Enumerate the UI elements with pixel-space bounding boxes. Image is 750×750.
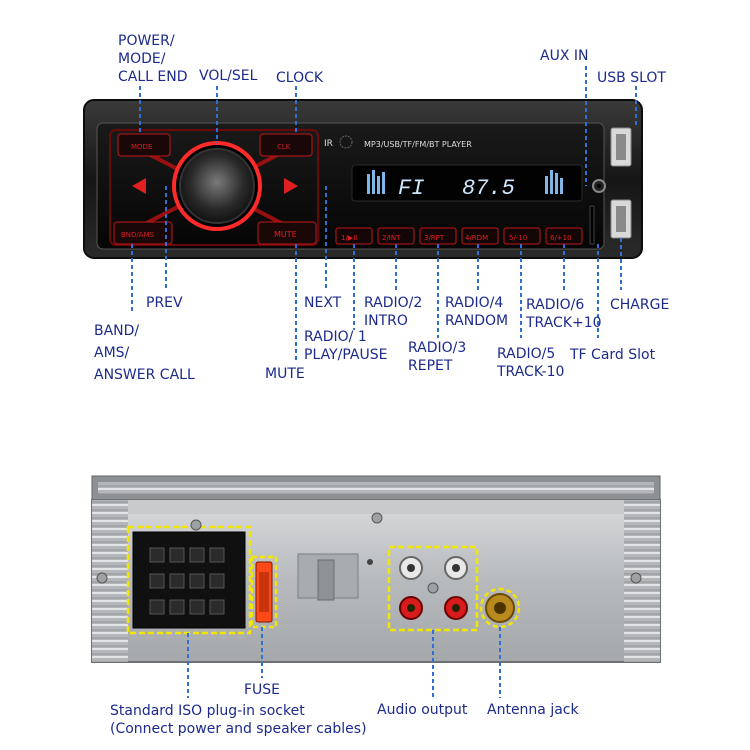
ir-label: IR — [324, 139, 333, 149]
label-line: RADIO/6 — [526, 297, 585, 313]
display-frequency: 87.5 — [462, 176, 515, 201]
preset-3-label: 3/RPT — [424, 234, 445, 242]
spectrum-right — [545, 170, 563, 194]
preset-2-label: 2/INT — [382, 234, 401, 242]
display-band: FI — [398, 176, 424, 201]
label-prev: PREV — [146, 295, 183, 311]
label-line: RANDOM — [445, 313, 509, 329]
label-radio4: RADIO/4 RANDOM — [445, 294, 508, 330]
label-usb-slot: USB SLOT — [597, 70, 666, 86]
label-charge: CHARGE — [610, 297, 670, 313]
label-line: AMS/ — [94, 345, 130, 361]
label-antenna-jack: Antenna jack — [487, 702, 579, 718]
front-panel — [83, 99, 643, 259]
screw-icon — [427, 582, 439, 594]
label-line: RADIO/ 1 — [304, 329, 367, 345]
label-power-mode-call-end: POWER/ MODE/ CALL END — [118, 32, 188, 86]
clock-button[interactable] — [259, 133, 313, 157]
mode-button-label: MODE — [131, 143, 152, 151]
tf-card-slot[interactable] — [589, 205, 595, 245]
label-iso-socket: Standard ISO plug-in socket (Connect pow… — [110, 702, 367, 738]
screw-icon — [371, 512, 383, 524]
power-mode-button[interactable] — [117, 133, 171, 157]
label-line: POWER/ — [118, 33, 175, 49]
audio-highlight-box — [387, 545, 479, 632]
spectrum-left — [367, 170, 385, 194]
label-line: (Connect power and speaker cables) — [110, 721, 367, 737]
preset-4-label: 4/RDM — [465, 234, 488, 242]
label-aux-in: AUX IN — [540, 48, 589, 64]
label-line: REPET — [408, 358, 453, 374]
label-band-ams: BAND/ AMS/ ANSWER CALL — [94, 322, 195, 384]
band-ams-button[interactable] — [113, 221, 173, 245]
rca-white-right — [444, 556, 468, 580]
preset-5-label: 5/-10 — [509, 234, 527, 242]
label-line: RADIO/2 — [364, 295, 423, 311]
label-radio6: RADIO/6 TRACK+10 — [526, 296, 602, 332]
fuse-highlight-box — [250, 555, 278, 629]
screw-icon — [96, 572, 108, 584]
label-line: RADIO/3 — [408, 340, 467, 356]
prev-button[interactable] — [132, 178, 146, 194]
rca-red-right — [444, 596, 468, 620]
label-line: PLAY/PAUSE — [304, 347, 388, 363]
label-radio1: RADIO/ 1 PLAY/PAUSE — [304, 328, 387, 364]
preset-4-button[interactable] — [461, 227, 499, 245]
screw-icon — [190, 519, 202, 531]
rca-red-left — [399, 596, 423, 620]
label-clock: CLOCK — [276, 70, 324, 86]
label-line: MODE/ — [118, 51, 166, 67]
next-button[interactable] — [284, 178, 298, 194]
label-line: RADIO/5 — [497, 346, 556, 362]
rca-white-left — [399, 556, 423, 580]
label-audio-output: Audio output — [377, 702, 468, 718]
label-next: NEXT — [304, 295, 342, 311]
antenna-highlight-circle — [479, 587, 521, 629]
lcd-display — [351, 164, 583, 202]
label-line: Standard ISO plug-in socket — [110, 703, 305, 719]
rear-panel — [91, 475, 661, 663]
label-mute: MUTE — [265, 366, 305, 382]
label-line: CALL END — [118, 69, 188, 85]
label-line: BAND/ — [94, 323, 140, 339]
label-radio3: RADIO/3 REPET — [408, 339, 466, 375]
preset-6-label: 6/+10 — [550, 234, 572, 242]
band-ams-button-label: BND/AMS — [121, 231, 155, 239]
callout-lines — [131, 66, 637, 698]
label-radio2: RADIO/2 INTRO — [364, 294, 422, 330]
label-tf-card: TF Card Slot — [570, 347, 656, 363]
label-line: ANSWER CALL — [94, 367, 195, 383]
label-fuse: FUSE — [244, 682, 281, 698]
label-line: TRACK+10 — [526, 315, 602, 331]
ir-sensor — [339, 135, 353, 149]
preset-buttons — [335, 227, 583, 245]
player-label: MP3/USB/TF/FM/BT PLAYER — [364, 140, 472, 149]
mute-button[interactable] — [257, 221, 317, 245]
preset-1-label: 1/▶II — [341, 234, 357, 242]
mute-button-label: MUTE — [274, 230, 297, 239]
label-line: RADIO/4 — [445, 295, 504, 311]
screw-icon — [630, 572, 642, 584]
clock-button-label: CLK — [277, 143, 291, 151]
label-radio5: RADIO/5 TRACK-10 — [497, 345, 564, 381]
label-line: INTRO — [364, 313, 408, 329]
label-vol-sel: VOL/SEL — [199, 68, 258, 84]
label-line: TRACK-10 — [497, 364, 565, 380]
